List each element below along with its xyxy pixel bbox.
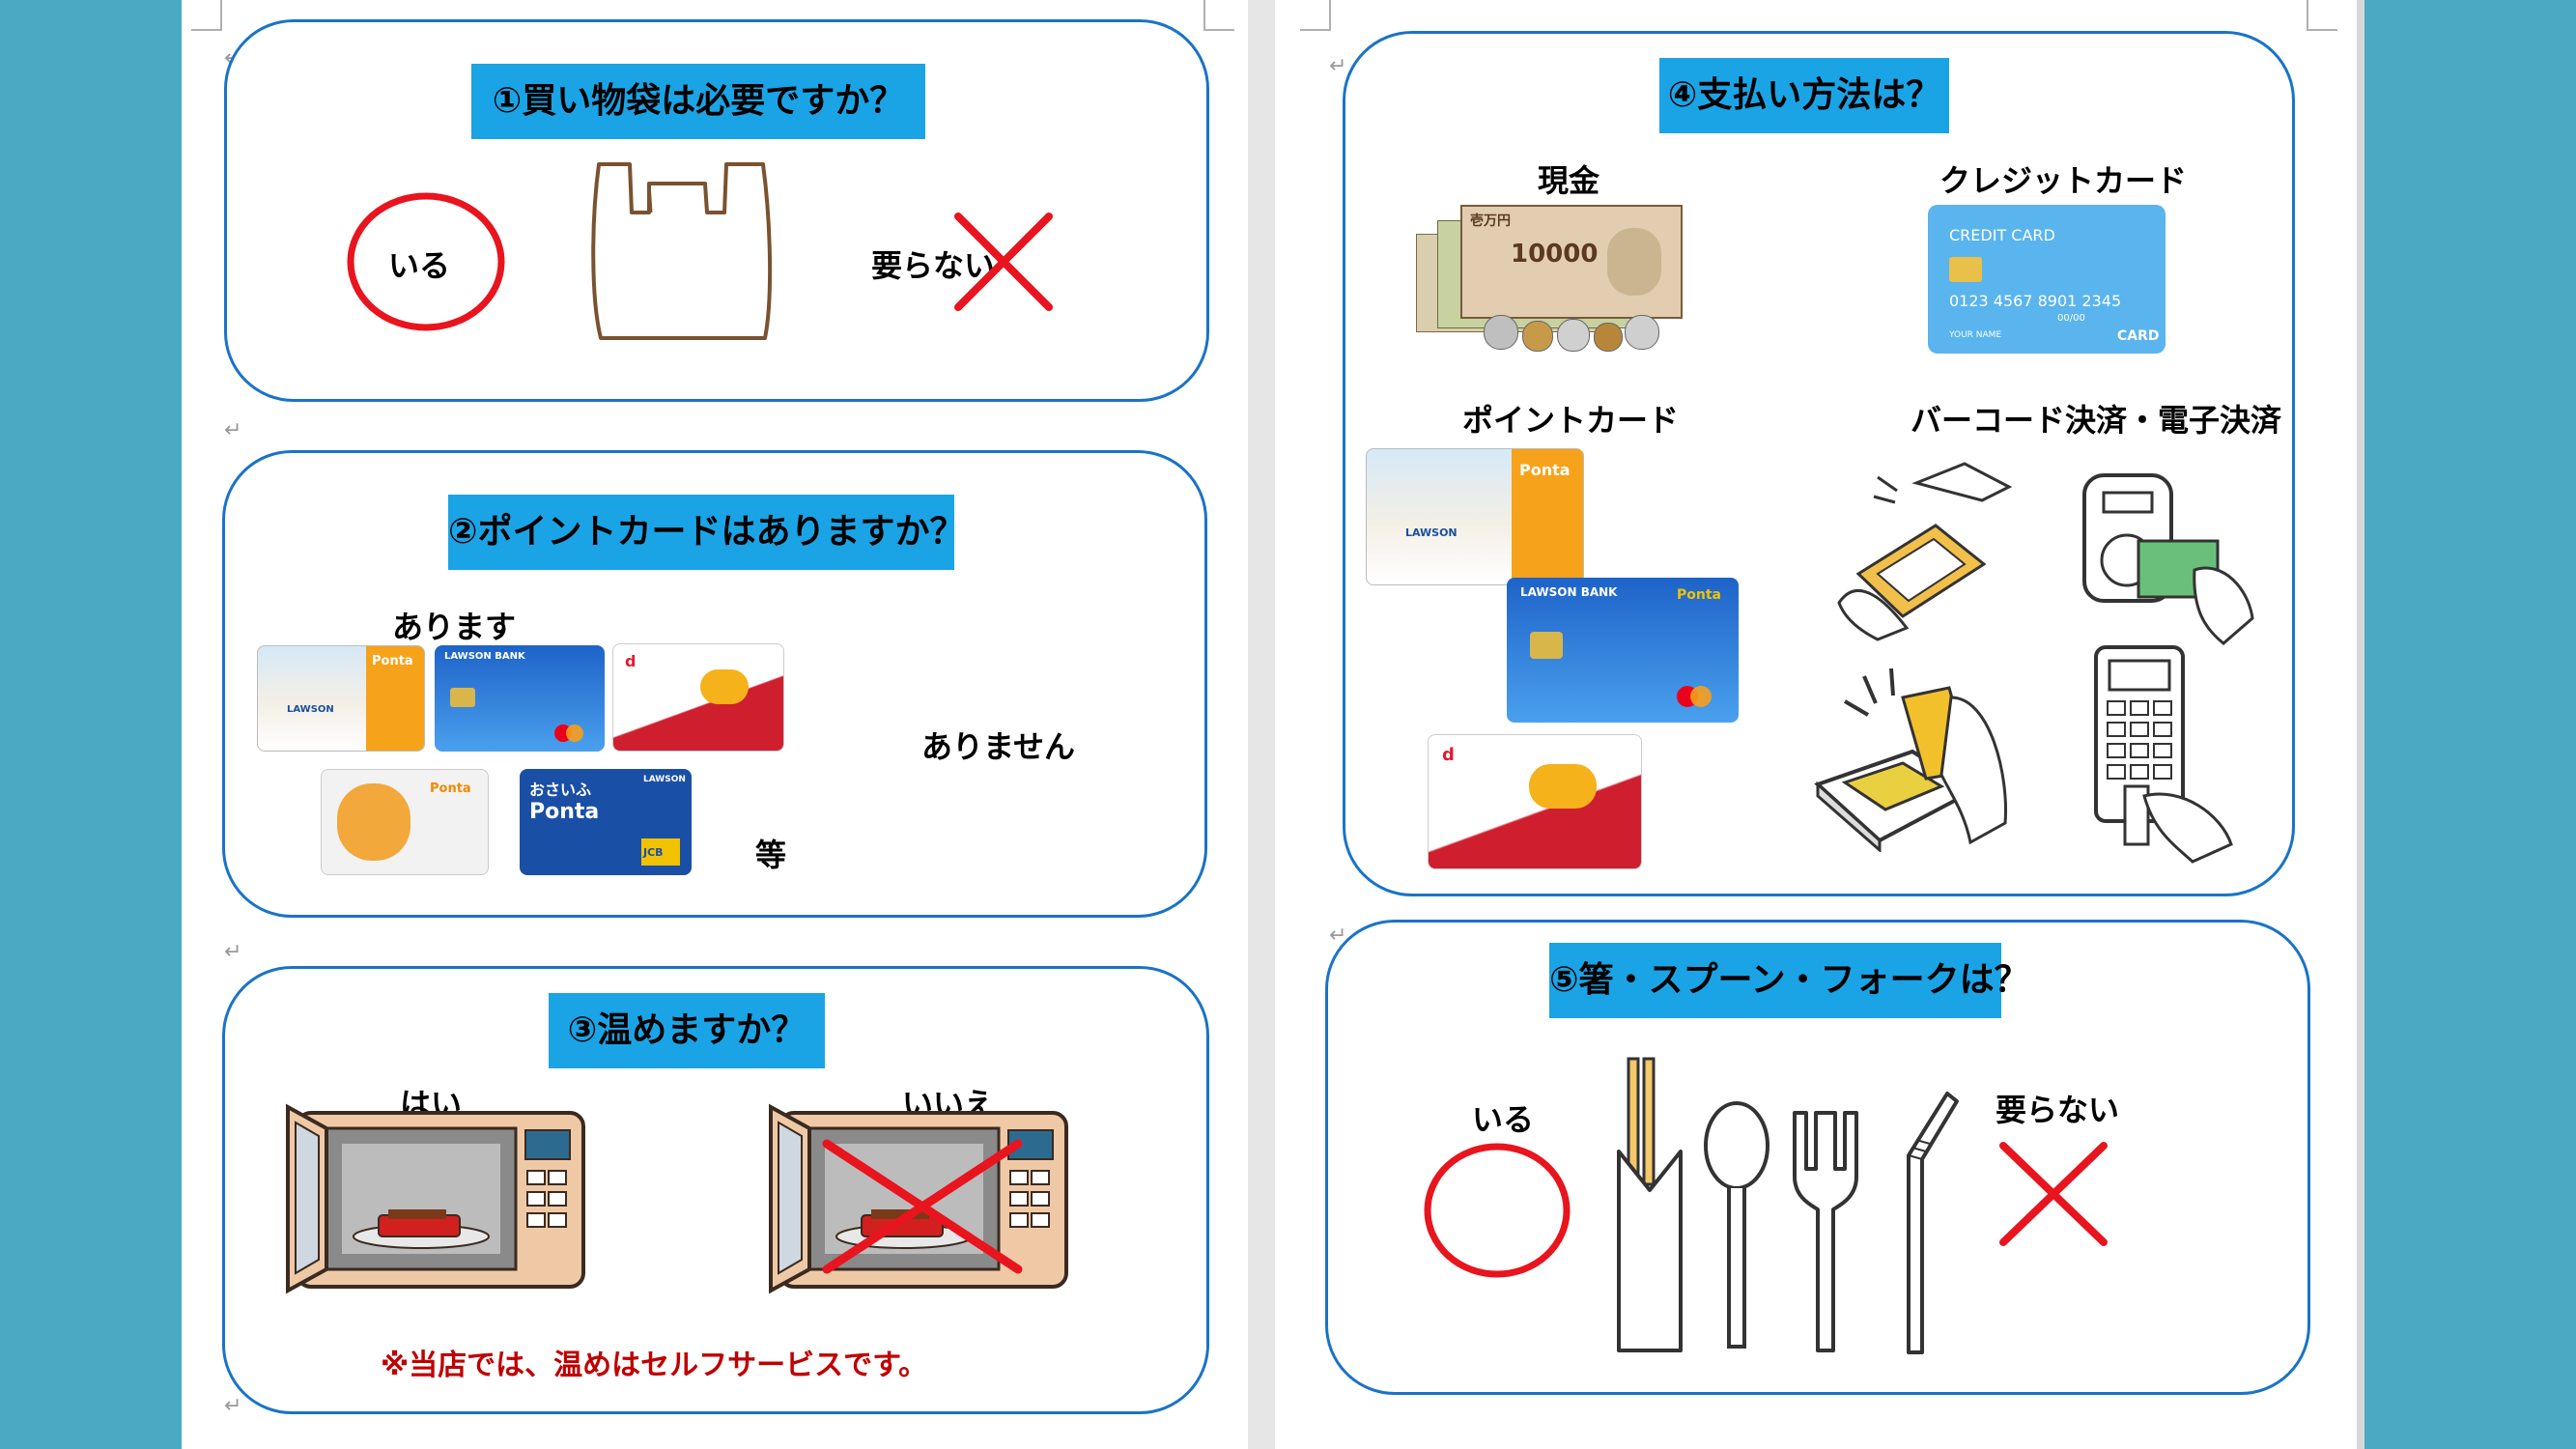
page-edge [2357,0,2364,1449]
section-title: ①買い物袋は必要ですか？ [471,64,925,139]
point-have-label: あります [392,609,517,645]
lawson-bank-card: LAWSON BANK Ponta [1507,578,1739,723]
credit-card: CREDIT CARD 0123 4567 8901 2345 00/00 YO… [1928,205,2166,354]
section-title: ⑤箸・スプーン・フォークは？ [1549,943,2029,1018]
crop-mark [2307,0,2337,31]
d-point-card: d [612,643,784,752]
card-reader-icon [2082,473,2254,645]
smartphone-scan-icon [1837,462,2013,641]
chopsticks-icon [1617,1057,1683,1352]
bag-yes-label: いる [388,247,451,284]
ponta-lawson-card: Ponta LAWSON [1366,448,1584,585]
microwave-icon [286,1103,585,1294]
self-service-note: ※当店では、温めはセルフサービスです。 [381,1349,928,1382]
bag-no-label: 要らない [871,247,996,284]
red-cross-icon [954,213,1053,311]
ponta-lawson-card: Ponta LAWSON [257,645,425,752]
fork-icon [1793,1111,1858,1352]
contactless-terminal-icon [1814,668,2007,852]
red-circle-icon [347,192,505,331]
straw-icon [1907,1092,1959,1354]
utensils-no-label: 要らない [1996,1092,2120,1128]
section-title: ③温めますか？ [549,993,825,1068]
lawson-bank-card: LAWSON BANK [435,645,605,752]
red-cross-icon [822,1139,1023,1274]
point-card-label: ポイントカード [1462,402,1680,439]
osaifu-ponta-card: おさいふ Ponta LAWSON JCB [520,769,692,875]
utensils-yes-label: いる [1472,1101,1535,1138]
ponta-character-card: Ponta [321,769,489,875]
paragraph-mark: ↵ [224,418,242,442]
shopping-bag-icon [591,162,773,340]
cash-label: 現金 [1538,162,1600,199]
crop-mark [1300,0,1331,31]
credit-card-label: クレジットカード [1939,162,2188,199]
paragraph-mark: ↵ [224,1394,242,1418]
paragraph-mark: ↵ [1329,923,1347,948]
crop-mark [191,0,222,31]
paragraph-mark: ↵ [1329,54,1347,78]
crop-mark [1203,0,1234,31]
barcode-payment-label: バーコード決済・電子決済 [1911,402,2282,439]
page-gutter [1248,0,1275,1449]
payment-terminal-icon [2094,645,2233,864]
red-circle-icon [1424,1143,1571,1278]
section-title: ④支払い方法は？ [1659,58,1949,133]
d-point-card: d [1428,734,1642,869]
paragraph-mark: ↵ [224,940,242,964]
section-title: ②ポイントカードはありますか？ [448,495,964,570]
spoon-icon [1704,1101,1769,1349]
point-none-label: ありません [921,728,1076,765]
red-cross-icon [1999,1142,2108,1246]
point-etc-label: 等 [755,837,787,873]
cash-icon: 壱万円 10000 [1416,199,1683,354]
